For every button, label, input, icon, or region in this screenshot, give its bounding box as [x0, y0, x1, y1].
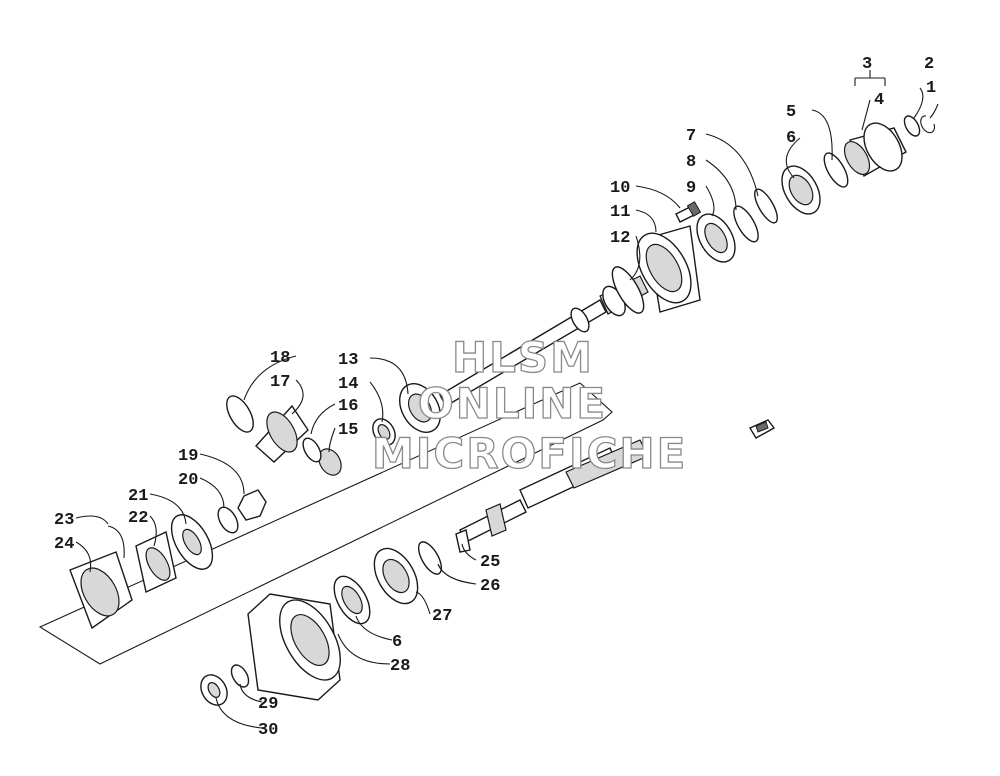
- front-arrow-icon: [748, 419, 776, 439]
- callout-16: 16: [338, 397, 358, 416]
- callout-22: 22: [128, 509, 148, 528]
- part-6-seal-upper: [781, 165, 821, 215]
- part-17-bevel-gear: [255, 404, 309, 463]
- lower-shaft: [455, 439, 649, 553]
- callout-17: 17: [270, 373, 290, 392]
- callout-28: 28: [390, 657, 410, 676]
- watermark-line3: MICROFICHE: [372, 429, 687, 478]
- part-6-seal-lower: [333, 575, 371, 625]
- part-26-o-ring: [417, 541, 443, 575]
- leader-lines: [75, 70, 939, 729]
- part-2-washer: [903, 115, 921, 137]
- callout-12: 12: [610, 229, 630, 248]
- part-4-coupler: [843, 122, 907, 178]
- part-7-snap-ring: [754, 188, 778, 224]
- callout-7: 7: [686, 127, 696, 146]
- callout-13: 13: [338, 351, 358, 370]
- callout-18: 18: [270, 349, 290, 368]
- callout-14: 14: [338, 375, 358, 394]
- part-21-gear: [170, 514, 214, 570]
- callout-11: 11: [610, 203, 630, 222]
- part-29-washer: [230, 664, 250, 688]
- callout-15: 15: [338, 421, 358, 440]
- watermark: HLSM ONLINE MICROFICHE: [371, 332, 687, 478]
- part-13-pinion-gear: [399, 383, 441, 433]
- callout-24: 24: [54, 535, 74, 554]
- watermark-line2: ONLINE: [418, 379, 607, 428]
- callout-labels: 1 2 3 4 5 6 7 8 9 10 11 12 13 14 15 16 1…: [54, 55, 936, 740]
- callout-26: 26: [480, 577, 500, 596]
- part-16-washer: [302, 437, 322, 463]
- callout-5: 5: [786, 103, 796, 122]
- part-23-clip: [107, 525, 125, 559]
- callout-6-lower: 6: [392, 633, 402, 652]
- part-14-bearing: [372, 418, 396, 446]
- callout-25: 25: [480, 553, 500, 572]
- callout-2: 2: [924, 55, 934, 74]
- callout-20: 20: [178, 471, 198, 490]
- part-20-washer: [217, 506, 239, 534]
- callout-8: 8: [686, 153, 696, 172]
- part-28-housing: [247, 593, 341, 701]
- part-24-ring-gear: [69, 551, 133, 630]
- sub-assembly-outline: [38, 382, 613, 665]
- callout-29: 29: [258, 695, 278, 714]
- callout-21: 21: [128, 487, 148, 506]
- callout-19: 19: [178, 447, 198, 466]
- part-1-clip: [920, 115, 936, 134]
- part-19-hex-nut: [237, 489, 267, 521]
- part-30-nut: [200, 674, 228, 706]
- part-10-bolt: [675, 201, 702, 223]
- part-22-collar: [135, 530, 177, 594]
- callout-10: 10: [610, 179, 630, 198]
- callout-1: 1: [926, 79, 936, 98]
- part-18-washer: [226, 395, 254, 433]
- callout-30: 30: [258, 721, 278, 740]
- part-12-seal: [611, 266, 645, 314]
- callout-9: 9: [686, 179, 696, 198]
- part-9-bearing: [696, 213, 736, 263]
- part-11-housing: [636, 225, 701, 313]
- callout-6-upper: 6: [786, 129, 796, 148]
- callout-27: 27: [432, 607, 452, 626]
- part-5-o-ring: [823, 152, 849, 188]
- watermark-line1: HLSM: [452, 333, 594, 382]
- part-15-nut: [318, 448, 342, 476]
- part-27-bearing: [373, 547, 419, 605]
- callout-23: 23: [54, 511, 74, 530]
- callout-3: 3: [862, 55, 872, 74]
- callout-4: 4: [874, 91, 884, 110]
